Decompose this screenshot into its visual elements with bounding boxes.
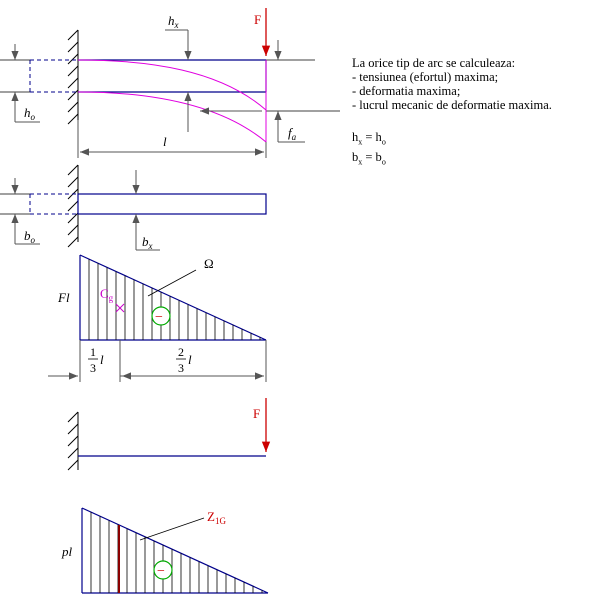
svg-text:3: 3 xyxy=(90,361,96,375)
cg-label: Cg xyxy=(100,286,114,303)
force-label-top: F xyxy=(254,12,261,27)
bo-label: bo xyxy=(24,228,36,245)
fa-dimension xyxy=(200,40,305,143)
svg-text:l: l xyxy=(100,352,104,367)
hx-dimension xyxy=(165,29,192,132)
beam-dashed-continuation xyxy=(29,59,78,93)
load-diagram: Z1G pl − xyxy=(61,507,269,594)
minus-sign-top: − xyxy=(155,310,163,325)
notes-item-1: - tensiunea (efortul) maxima; xyxy=(352,70,499,84)
pl-label: pl xyxy=(61,544,73,559)
notes-item-2: - deformatia maxima; xyxy=(352,84,461,98)
hx-label: hx xyxy=(168,13,179,30)
svg-text:l: l xyxy=(188,352,192,367)
notes-panel: La orice tip de arc se calculeaza: - ten… xyxy=(352,56,606,169)
one-third-fraction: 1 3 l xyxy=(88,345,104,375)
fa-label: fa xyxy=(288,125,297,142)
length-dimension xyxy=(77,120,267,158)
bottom-cantilever: F xyxy=(67,398,271,471)
notes-heading: La orice tip de arc se calculeaza: xyxy=(352,56,516,70)
minus-circle-top xyxy=(151,306,171,326)
top-view-plate xyxy=(77,193,267,215)
minus-circle-bottom xyxy=(153,560,173,580)
bx-label: bx xyxy=(142,234,153,251)
equation-b: bx = bo xyxy=(352,149,386,167)
bo-dimension xyxy=(11,178,40,245)
force-label-bottom: F xyxy=(253,406,260,421)
ho-label: ho xyxy=(24,105,36,122)
svg-text:2: 2 xyxy=(178,345,184,359)
equation-h: hx = ho xyxy=(352,130,386,147)
wall-hatch-mid xyxy=(67,164,79,248)
beam-top-view: bo bx xyxy=(0,164,267,251)
notes-item-3: - lucrul mecanic de deformatie maxima. xyxy=(352,98,552,112)
wall-hatch-bottom xyxy=(67,411,79,471)
thirds-dimension xyxy=(48,340,267,382)
z-label: Z1G xyxy=(207,509,226,526)
svg-text:3: 3 xyxy=(178,361,184,375)
deflection-curves xyxy=(77,59,267,143)
beam-outline xyxy=(78,59,267,93)
beam-side-view: ho hx F fa l xyxy=(0,8,340,158)
wall-hatch-top xyxy=(67,29,79,125)
cg-marker xyxy=(115,303,125,313)
omega-label: Ω xyxy=(204,256,214,271)
ho-dimension xyxy=(11,44,40,123)
two-thirds-fraction: 2 3 l xyxy=(176,345,192,375)
fl-label: Fl xyxy=(57,290,70,305)
length-label: l xyxy=(163,134,167,149)
minus-sign-bottom: − xyxy=(157,564,165,579)
bx-dimension xyxy=(132,170,160,251)
moment-diagram: Fl Cg Ω − 1 3 l 2 3 l xyxy=(48,254,267,382)
svg-text:1: 1 xyxy=(90,345,96,359)
